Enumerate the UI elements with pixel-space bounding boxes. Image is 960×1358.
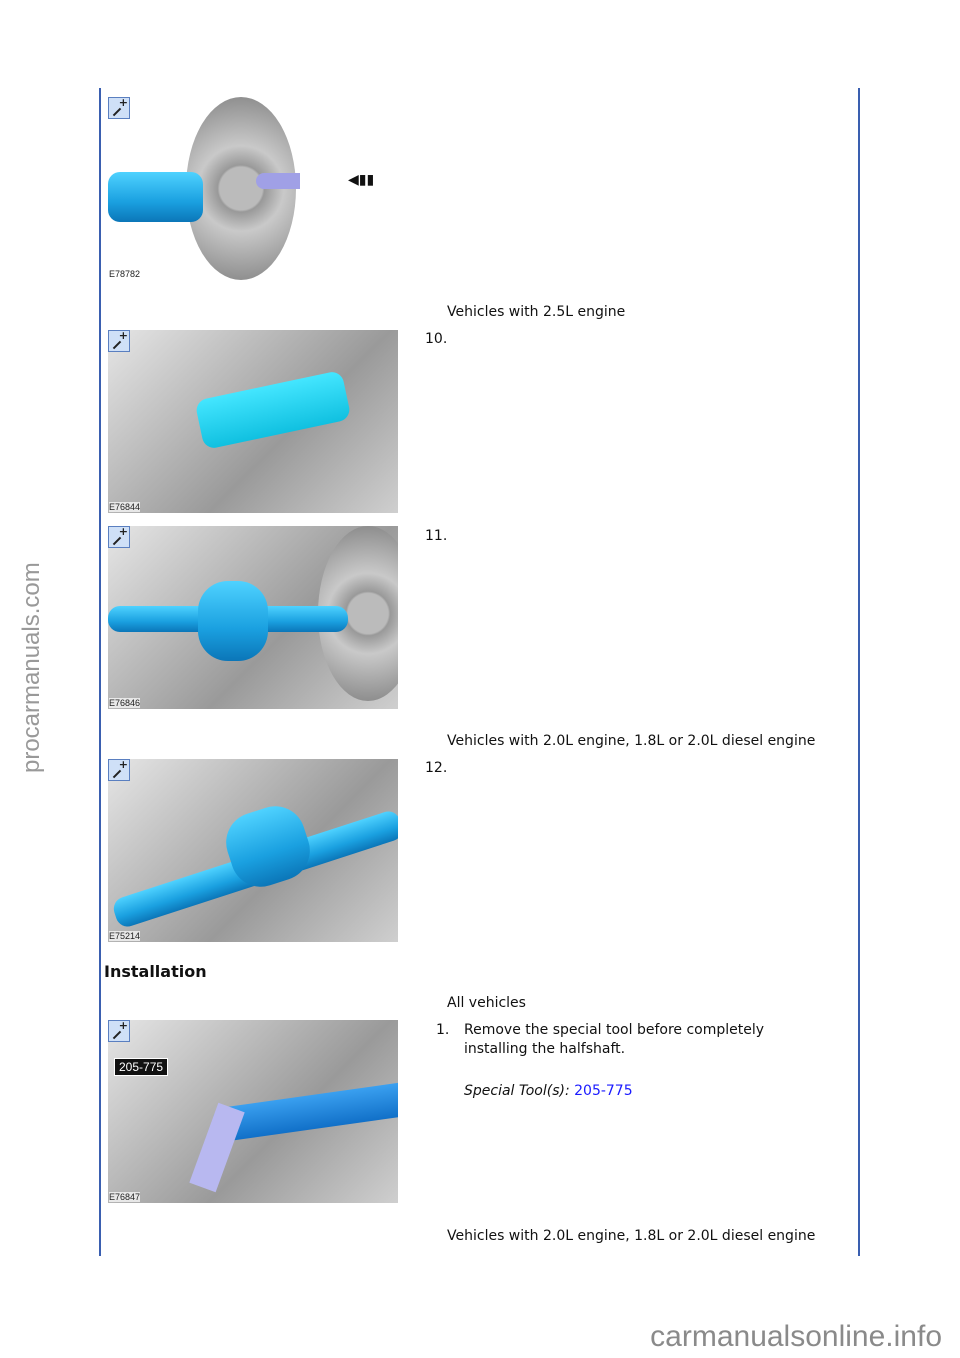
zoom-icon[interactable] xyxy=(108,97,130,119)
special-tool-link[interactable]: 205-775 xyxy=(574,1083,633,1099)
zoom-icon[interactable] xyxy=(108,759,130,781)
figure-e76846[interactable]: E76846 xyxy=(108,526,398,709)
step-text: Remove the special tool before completel… xyxy=(464,1022,765,1038)
figure-code: E78782 xyxy=(109,269,141,279)
left-border-rule xyxy=(99,88,101,1256)
figure-e75214[interactable]: E75214 xyxy=(108,759,398,942)
step-number: 10. xyxy=(425,331,448,347)
figure-code: E75214 xyxy=(109,931,141,941)
right-border-rule xyxy=(858,88,860,1256)
step-text: installing the halfshaft. xyxy=(464,1041,626,1057)
caption: Vehicles with 2.0L engine, 1.8L or 2.0L … xyxy=(447,733,816,749)
section-heading-installation: Installation xyxy=(104,962,207,981)
step-number: 1. xyxy=(436,1022,450,1038)
step-number: 11. xyxy=(425,528,448,544)
zoom-icon[interactable] xyxy=(108,330,130,352)
figure-code: E76847 xyxy=(109,1192,141,1202)
tool-callout: 205-775 xyxy=(114,1058,169,1076)
figure-e76847[interactable]: 205-775 E76847 xyxy=(108,1020,398,1203)
zoom-icon[interactable] xyxy=(108,526,130,548)
side-watermark: procarmanuals.com xyxy=(18,562,45,773)
special-tool-label: Special Tool(s): xyxy=(464,1083,570,1099)
caption: Vehicles with 2.0L engine, 1.8L or 2.0L … xyxy=(447,1228,816,1244)
arrow-icon: ◀▮▮ xyxy=(348,172,375,188)
figure-code: E76846 xyxy=(109,698,141,708)
zoom-icon[interactable] xyxy=(108,1020,130,1042)
figure-e76844[interactable]: E76844 xyxy=(108,330,398,513)
figure-e78782[interactable]: E78782 xyxy=(108,97,300,280)
footer-watermark: carmanualsonline.info xyxy=(650,1320,942,1353)
figure-code: E76844 xyxy=(109,502,141,512)
step-number: 12. xyxy=(425,760,448,776)
caption: Vehicles with 2.5L engine xyxy=(447,304,626,320)
caption: All vehicles xyxy=(447,995,526,1011)
